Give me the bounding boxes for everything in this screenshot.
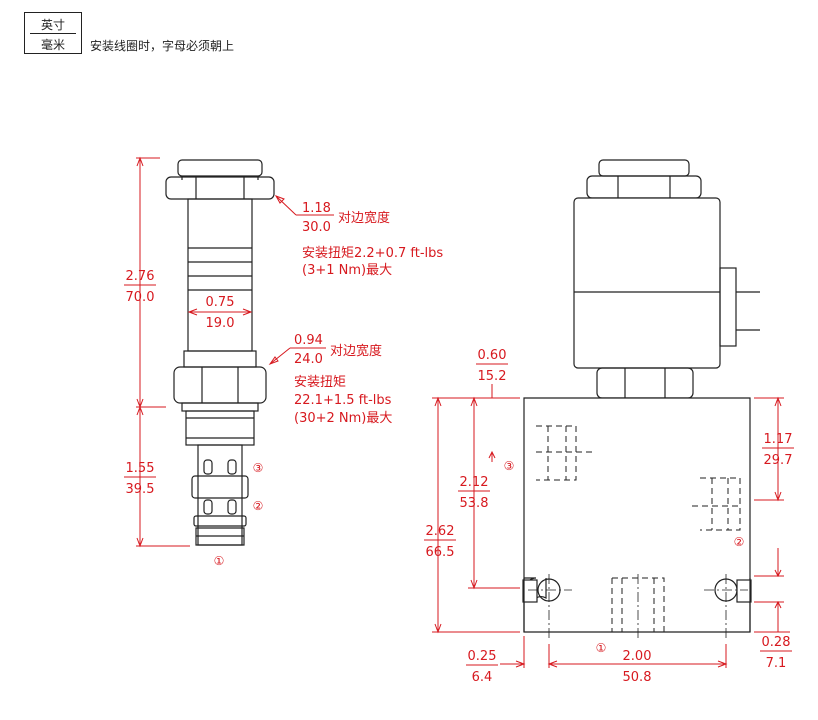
stem-diameter-mm: 19.0 (206, 316, 235, 331)
hex-torque-nm: (30+2 Nm)最大 (294, 411, 392, 426)
block-dimension-lines (432, 384, 790, 668)
overall-length-mm: 70.0 (126, 290, 155, 305)
block-port-1-label: ① (596, 641, 607, 655)
coil-orientation-note: 安装线圈时，字母必须朝上 (90, 39, 235, 53)
hex-torque-title: 安装扭矩 (294, 375, 346, 390)
hex-flats-leader (268, 347, 326, 366)
nut-flats-leader (274, 195, 334, 216)
stem-diameter-inch: 0.75 (206, 295, 235, 310)
bottom-offset-mm: 7.1 (766, 656, 787, 671)
hex-flats-label: 对边宽度 (330, 343, 382, 359)
port3-height-mm: 53.8 (460, 496, 489, 511)
legend-divider (30, 33, 76, 34)
lower-length-inch: 1.55 (126, 461, 155, 476)
nut-torque-nm: (3+1 Nm)最大 (302, 263, 392, 278)
nut-flats-inch: 1.18 (302, 201, 331, 216)
block-port-2-label: ② (734, 535, 745, 549)
block-port-3-label: ③ (504, 459, 515, 473)
block-assembly (522, 159, 760, 640)
stem-diameter-dimension (187, 308, 253, 316)
unit-legend: 英寸 毫米 (24, 12, 82, 54)
overall-height-mm: 66.5 (426, 545, 455, 560)
port3-height-inch: 2.12 (460, 475, 489, 490)
hex-flats-inch: 0.94 (294, 333, 323, 348)
legend-mm-label: 毫米 (40, 38, 65, 52)
left-offset-inch: 0.25 (468, 649, 497, 664)
port2-offset-mm: 29.7 (764, 453, 793, 468)
hole-spacing-mm: 50.8 (623, 670, 652, 685)
hex-flats-mm: 24.0 (294, 352, 323, 367)
cartridge-port-1-label: ① (214, 554, 225, 568)
cartridge-port-2-label: ② (253, 499, 264, 513)
nut-torque: 安装扭矩2.2+0.7 ft-lbs (302, 246, 443, 261)
top-offset-inch: 0.60 (478, 348, 507, 363)
overall-height-inch: 2.62 (426, 524, 455, 539)
hole-spacing-inch: 2.00 (623, 649, 652, 664)
legend-inch-label: 英寸 (40, 18, 65, 32)
cartridge-port-3-label: ③ (253, 461, 264, 475)
left-offset-mm: 6.4 (472, 670, 493, 685)
hex-torque-ftlbs: 22.1+1.5 ft-lbs (294, 393, 392, 408)
port2-offset-inch: 1.17 (764, 432, 793, 447)
top-offset-mm: 15.2 (478, 369, 507, 384)
cartridge-outline (165, 159, 275, 546)
nut-flats-mm: 30.0 (302, 220, 331, 235)
lower-length-mm: 39.5 (126, 482, 155, 497)
nut-flats-label: 对边宽度 (338, 210, 390, 226)
overall-length-inch: 2.76 (126, 269, 155, 284)
bottom-offset-inch: 0.28 (762, 635, 791, 650)
